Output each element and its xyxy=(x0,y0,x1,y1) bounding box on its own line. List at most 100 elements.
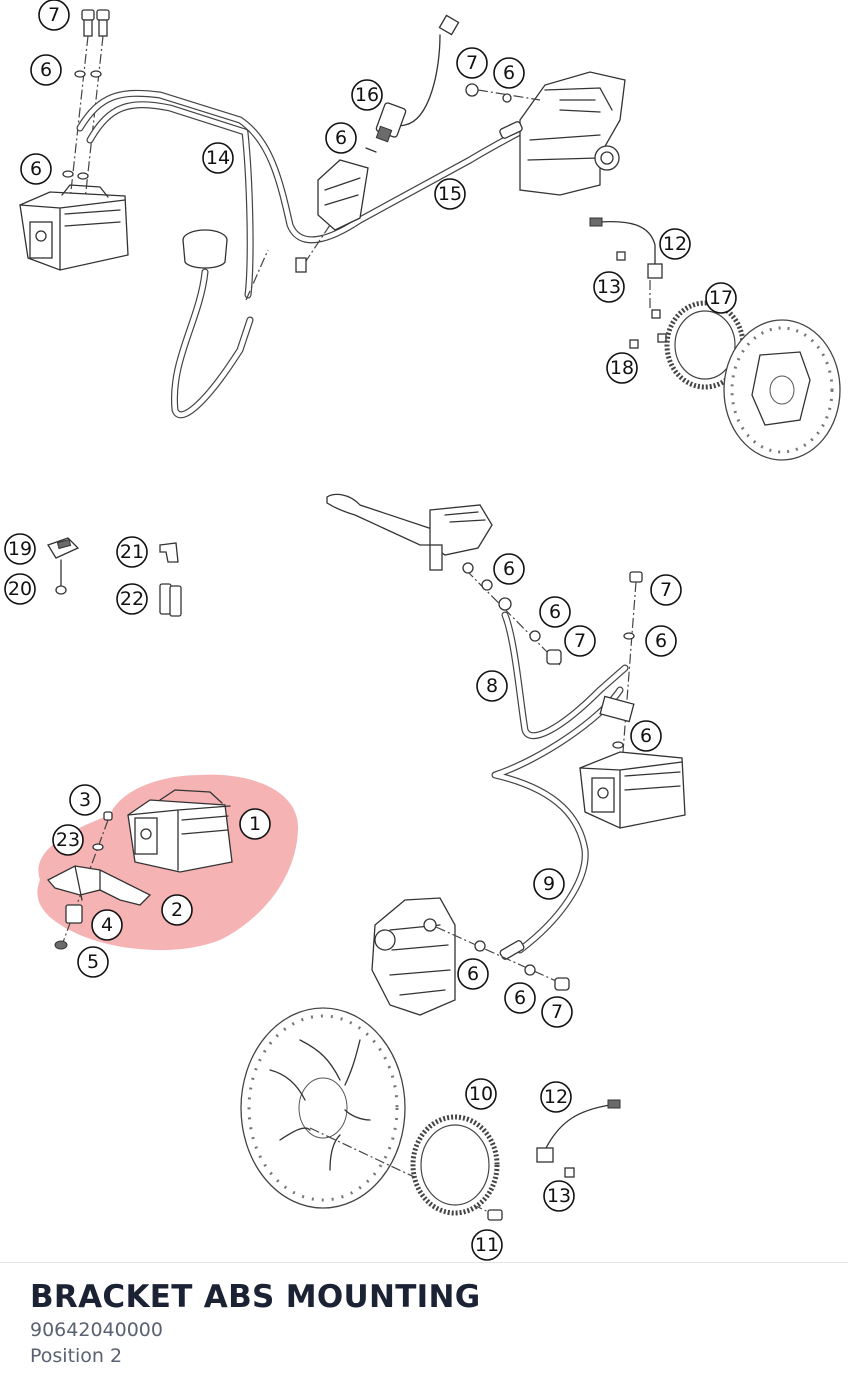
front-brake-lever xyxy=(326,493,493,571)
callout-16[interactable]: 16 xyxy=(351,79,383,111)
exploded-parts-diagram: 7 6 6 14 16 6 7 6 15 12 13 17 18 19 20 2… xyxy=(4,0,841,1261)
callout-1[interactable]: 1 xyxy=(239,808,271,840)
rear-brake-caliper xyxy=(499,71,626,196)
svg-text:6: 6 xyxy=(30,158,42,180)
svg-text:12: 12 xyxy=(544,1086,568,1108)
svg-text:3: 3 xyxy=(79,789,91,811)
rear-abs-tone-ring xyxy=(664,300,746,390)
callout-7[interactable]: 7 xyxy=(456,47,488,79)
callout-21[interactable]: 21 xyxy=(116,536,148,568)
callout-3[interactable]: 3 xyxy=(69,784,101,816)
bolt-top-left-b xyxy=(96,9,110,37)
callout-7[interactable]: 7 xyxy=(38,0,70,31)
svg-text:13: 13 xyxy=(597,276,621,298)
svg-text:23: 23 xyxy=(56,829,80,851)
front-brake-caliper xyxy=(371,897,456,1016)
svg-text:1: 1 xyxy=(249,813,261,835)
callout-6[interactable]: 6 xyxy=(325,122,357,154)
svg-text:6: 6 xyxy=(335,127,347,149)
callout-9[interactable]: 9 xyxy=(533,868,565,900)
svg-text:6: 6 xyxy=(503,558,515,580)
abs-control-unit-part-1 xyxy=(127,789,233,873)
callout-7[interactable]: 7 xyxy=(564,625,596,657)
part-position: Position 2 xyxy=(30,1345,123,1367)
svg-text:6: 6 xyxy=(514,987,526,1009)
part-info-footer: BRACKET ABS MOUNTING 90642040000 Positio… xyxy=(0,1262,848,1391)
abs-unit-top xyxy=(19,184,129,271)
banjo-bolt-rear-caliper xyxy=(465,83,541,103)
callout-6[interactable]: 6 xyxy=(630,720,662,752)
svg-text:7: 7 xyxy=(48,4,60,26)
callout-15[interactable]: 15 xyxy=(434,178,466,210)
svg-text:22: 22 xyxy=(120,588,144,610)
part-title: BRACKET ABS MOUNTING xyxy=(30,1279,481,1315)
svg-text:4: 4 xyxy=(101,914,113,936)
callout-18[interactable]: 18 xyxy=(606,352,638,384)
screw-part-20 xyxy=(55,559,67,595)
svg-text:12: 12 xyxy=(663,233,687,255)
brake-fluid-reservoir xyxy=(170,229,254,419)
callout-6[interactable]: 6 xyxy=(457,958,489,990)
callout-2[interactable]: 2 xyxy=(161,894,193,926)
svg-text:9: 9 xyxy=(543,873,555,895)
rubber-damper-part-4 xyxy=(65,904,83,924)
callout-4[interactable]: 4 xyxy=(91,909,123,941)
svg-text:10: 10 xyxy=(469,1083,493,1105)
callout-10[interactable]: 10 xyxy=(465,1078,497,1110)
svg-text:7: 7 xyxy=(551,1001,563,1023)
svg-text:6: 6 xyxy=(467,963,479,985)
bolt-top-left-a xyxy=(81,9,95,37)
callout-19[interactable]: 19 xyxy=(4,533,36,565)
front-brake-disc xyxy=(240,1007,406,1209)
svg-text:8: 8 xyxy=(486,675,498,697)
brake-pads-part-22 xyxy=(159,583,182,617)
svg-text:11: 11 xyxy=(475,1234,499,1256)
callout-12[interactable]: 12 xyxy=(659,228,691,260)
svg-text:18: 18 xyxy=(610,357,634,379)
abs-unit-front xyxy=(579,751,686,829)
callout-7[interactable]: 7 xyxy=(650,574,682,606)
front-abs-tone-ring xyxy=(410,1114,500,1216)
callout-6[interactable]: 6 xyxy=(504,982,536,1014)
part-number: 90642040000 xyxy=(30,1319,163,1341)
svg-text:21: 21 xyxy=(120,541,144,563)
screw-part-3 xyxy=(61,811,113,946)
callout-6[interactable]: 6 xyxy=(493,553,525,585)
callout-7[interactable]: 7 xyxy=(541,996,573,1028)
disc-bolt-part-11 xyxy=(487,1209,503,1221)
callout-6[interactable]: 6 xyxy=(30,54,62,86)
pressure-sensor xyxy=(375,102,407,143)
svg-text:6: 6 xyxy=(503,62,515,84)
svg-text:6: 6 xyxy=(655,630,667,652)
svg-text:17: 17 xyxy=(709,287,733,309)
svg-text:14: 14 xyxy=(206,147,230,169)
callout-6[interactable]: 6 xyxy=(20,153,52,185)
clip-part-19 xyxy=(47,537,80,559)
callout-8[interactable]: 8 xyxy=(476,670,508,702)
callout-6[interactable]: 6 xyxy=(493,57,525,89)
svg-text:7: 7 xyxy=(660,579,672,601)
rear-master-cylinder xyxy=(295,159,369,273)
callout-13[interactable]: 13 xyxy=(543,1180,575,1212)
callout-23[interactable]: 23 xyxy=(52,824,84,856)
svg-text:7: 7 xyxy=(466,52,478,74)
callout-22[interactable]: 22 xyxy=(116,583,148,615)
callout-17[interactable]: 17 xyxy=(705,282,737,314)
svg-text:16: 16 xyxy=(355,84,379,106)
svg-text:19: 19 xyxy=(8,538,32,560)
svg-text:7: 7 xyxy=(574,630,586,652)
callout-13[interactable]: 13 xyxy=(593,271,625,303)
callout-11[interactable]: 11 xyxy=(471,1229,503,1261)
svg-text:6: 6 xyxy=(549,601,561,623)
svg-text:20: 20 xyxy=(8,578,32,600)
callout-20[interactable]: 20 xyxy=(4,573,36,605)
callout-5[interactable]: 5 xyxy=(77,946,109,978)
callout-12[interactable]: 12 xyxy=(540,1081,572,1113)
svg-text:6: 6 xyxy=(640,725,652,747)
svg-text:13: 13 xyxy=(547,1185,571,1207)
callout-6[interactable]: 6 xyxy=(539,596,571,628)
svg-text:6: 6 xyxy=(40,59,52,81)
callout-14[interactable]: 14 xyxy=(202,142,234,174)
callout-6[interactable]: 6 xyxy=(645,625,677,657)
mounting-bracket-part-2 xyxy=(46,865,152,906)
